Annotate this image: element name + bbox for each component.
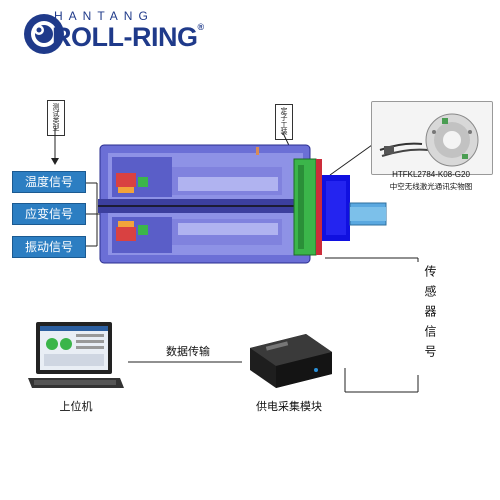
power-acquisition-module-label: 供电采集模块 [256, 400, 322, 413]
laptop-icon [28, 322, 124, 388]
host-computer-label: 上位机 [59, 400, 93, 413]
slip-ring-cross-section [98, 144, 387, 264]
logo-top-text: HANTANG [54, 9, 154, 23]
logo-roller-icon [24, 14, 64, 54]
stator-tooling-label: 定子工装 [275, 104, 293, 140]
logo [22, 8, 222, 58]
logo-main-text: ROLL-RING® [52, 22, 204, 52]
temperature-signal-box: 温度信号 [12, 171, 86, 193]
sensor-signal-label: 传感器信号 [423, 265, 437, 365]
vibration-signal-box: 振动信号 [12, 236, 86, 258]
product-model: HTFKL2784-K08-G20 [392, 170, 470, 179]
strain-signal-box: 应变信号 [12, 203, 86, 225]
product-photo [371, 101, 493, 175]
product-caption: 中空无线激光通讯实物图 [389, 182, 473, 191]
test-type-label: 测试类型 [47, 100, 65, 136]
data-transfer-label: 数据传输 [166, 345, 210, 358]
acquisition-module-icon [250, 334, 332, 388]
slip-ring-photo-icon [372, 102, 492, 174]
